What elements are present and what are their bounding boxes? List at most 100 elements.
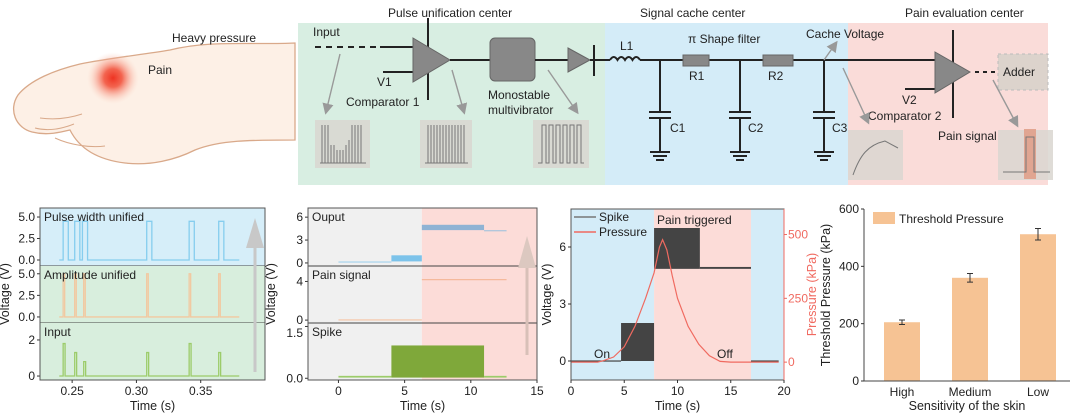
signal-cache-region [605,23,848,185]
y-tick-label: 2.5 [18,288,35,302]
x-tick-label: 5 [621,384,628,398]
y-tick-label: 0 [296,313,303,327]
comparator-1-label: Comparator 1 [346,95,420,109]
region-background [750,209,784,380]
y2-tick-label: 0 [788,355,795,369]
plot-frame [307,207,538,381]
panel-label: Pulse width unified [44,210,144,224]
circuit-diagram: Pulse unification center Signal cache ce… [298,6,1053,185]
y-tick-label: 5.0 [18,210,35,224]
comparator-1 [412,37,451,83]
signal-segment [421,279,507,281]
c2-label: C2 [748,121,764,135]
signal-trace [59,220,240,261]
y-tick-label: 2 [28,333,35,347]
filter-label: π Shape filter [688,32,760,46]
bar-high [884,322,920,381]
panel-background [40,266,265,323]
input-label: Input [313,25,340,39]
c3-label: C3 [832,121,848,135]
pointer-arrow [992,79,1019,128]
signal-segment [338,319,422,321]
inset-trace [425,125,468,164]
capacitors [649,60,835,161]
x-tick-label: 0.35 [189,384,213,398]
inset-trace [538,124,584,164]
panel-pain-signal: 4 0 Pain signal [296,268,537,327]
y-tick-label: 400 [839,259,859,273]
pointer-arrow [547,69,579,115]
inset-trace [320,125,366,164]
ground-symbol [813,60,835,161]
pointer-arrow [842,67,870,125]
pain-evaluation-title: Pain evaluation center [905,6,1024,20]
inset-trace [852,140,899,176]
y-axis-label: Voltage (V) [0,263,12,325]
l1-label: L1 [620,39,634,53]
signal-segment [338,375,392,378]
y-tick-label: 4 [296,274,303,288]
signal-segment [484,230,507,232]
comparator-2 [934,51,971,94]
inset-trace [1003,136,1050,173]
pointer-arrow [322,53,341,115]
pointer-arrow [451,69,468,115]
capacitor-c2 [729,60,751,161]
x-tick-label: High [890,385,915,399]
pain-spot [87,52,139,104]
legend-label: Pressure [599,225,647,239]
ground-symbol [729,60,751,161]
x-tick-label: 0 [335,384,342,398]
pain-signal-label: Pain signal [938,129,997,143]
error-bar [1035,227,1041,241]
x-tick-label: 10 [671,384,685,398]
spike-segment [699,266,751,269]
pulse-unification-title: Pulse unification center [388,6,512,20]
panel-label: Spike [312,325,342,339]
monostable-multivibrator [489,37,536,82]
y-tick-label: 0 [559,354,566,368]
legend-swatch [873,212,895,224]
bar-medium [952,277,988,381]
y-tick-label: 0 [852,374,859,388]
comparator-2-label: Comparator 2 [868,109,942,123]
inset-cache-voltage [848,130,903,180]
hand-outline [13,42,296,165]
y-tick-label: 5.0 [18,267,35,281]
x-axis-label: Time (s) [400,399,445,413]
flow-arrow-icon [246,218,264,248]
error-bar [967,273,973,283]
flow-arrow-icon [518,236,536,268]
y-tick-label: 6 [296,210,303,224]
y-tick-label: 600 [839,202,859,216]
y-tick-label: 0.0 [18,310,35,324]
v1-label: V1 [377,75,392,89]
signal-segment [484,375,507,378]
capacitor-c3 [813,60,835,161]
x-tick-label: 5 [401,384,408,398]
capacitor-c1 [649,60,671,161]
signal-segment [391,345,485,378]
signal-cache-title: Signal cache center [640,6,745,20]
buffer [567,47,592,73]
pain-triggered-annotation: Pain triggered [657,213,732,227]
y-tick-label: 0.0 [286,371,303,385]
panel-label: Pain signal [312,268,371,282]
y-tick-label: 3 [559,297,566,311]
ground-symbol [649,60,671,161]
pain-label: Pain [148,63,172,77]
signal-segment [338,261,392,263]
y-axis-label: Voltage (V) [540,264,554,326]
y-tick-label: 0 [28,369,35,383]
panel-spike: 1.5 0.0 Spike [286,325,537,385]
x-tick-label: 15 [530,384,544,398]
spike-segment [654,228,700,269]
y-tick-label: 1.5 [286,326,303,340]
y-tick-label: 200 [839,317,859,331]
r1-label: R1 [689,69,705,83]
x-tick-label: Low [1027,385,1049,399]
